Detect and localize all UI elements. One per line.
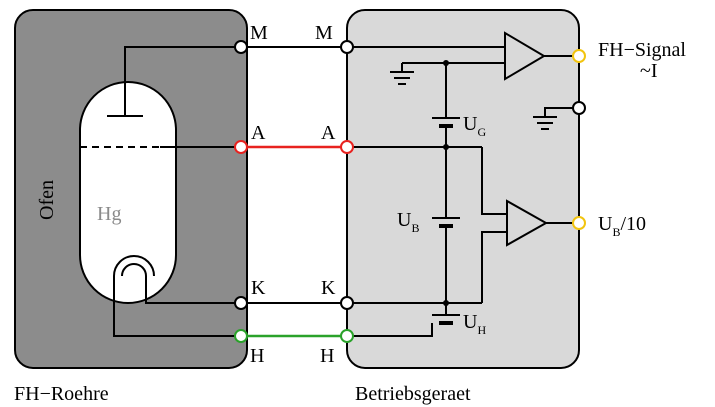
caption-fh-roehre: FH−Roehre (14, 383, 109, 405)
label-UH: UH (463, 311, 486, 337)
wire-plate-to-M (124, 46, 241, 116)
caption-betriebsgeraet: Betriebsgeraet (355, 383, 471, 405)
label-M-left: M (250, 22, 268, 44)
label-oven: Ofen (36, 180, 58, 220)
wire-amp2-in-top (481, 147, 507, 215)
label-H-left: H (250, 345, 264, 367)
terminal-M-left (234, 40, 248, 54)
label-A-right: A (321, 122, 336, 144)
terminal-A-right (340, 140, 354, 154)
amplifier-UB (506, 199, 549, 247)
wire-amp2-in-bottom (481, 231, 507, 303)
label-UB: UB (397, 209, 419, 235)
cathode-arc-inner (121, 263, 147, 277)
device-box (346, 9, 580, 369)
wire-cathode-to-K (145, 276, 241, 304)
amplifier-signal (504, 31, 546, 81)
label-UG: UG (463, 113, 486, 139)
cathode-arc-outer (113, 255, 155, 277)
label-hg: Hg (97, 203, 121, 225)
terminal-H-right (340, 329, 354, 343)
terminal-M-right (340, 40, 354, 54)
output-terminal-signal (572, 49, 586, 63)
terminal-K-right (340, 296, 354, 310)
label-UB-out: UB/10 (598, 213, 646, 239)
wire-ground2 (544, 107, 573, 117)
output-terminal-UB (572, 216, 586, 230)
label-K-left: K (251, 277, 266, 299)
terminal-K-left (234, 296, 248, 310)
terminal-A-left (234, 140, 248, 154)
wire-H-to-UH (353, 323, 433, 337)
wire-heater-to-H (113, 276, 241, 337)
terminal-H-left (234, 329, 248, 343)
tube-envelope (79, 81, 177, 304)
label-K-right: K (321, 277, 336, 299)
label-A-left: A (251, 122, 266, 144)
output-terminal-ground (572, 101, 586, 115)
label-M-right: M (315, 22, 333, 44)
junction-dot (443, 144, 449, 150)
junction-dot (443, 300, 449, 306)
junction-dot (443, 60, 449, 66)
label-H-right: H (320, 345, 334, 367)
label-fh-signal-current: ~I (640, 60, 657, 82)
label-fh-signal: FH−Signal (598, 39, 686, 61)
